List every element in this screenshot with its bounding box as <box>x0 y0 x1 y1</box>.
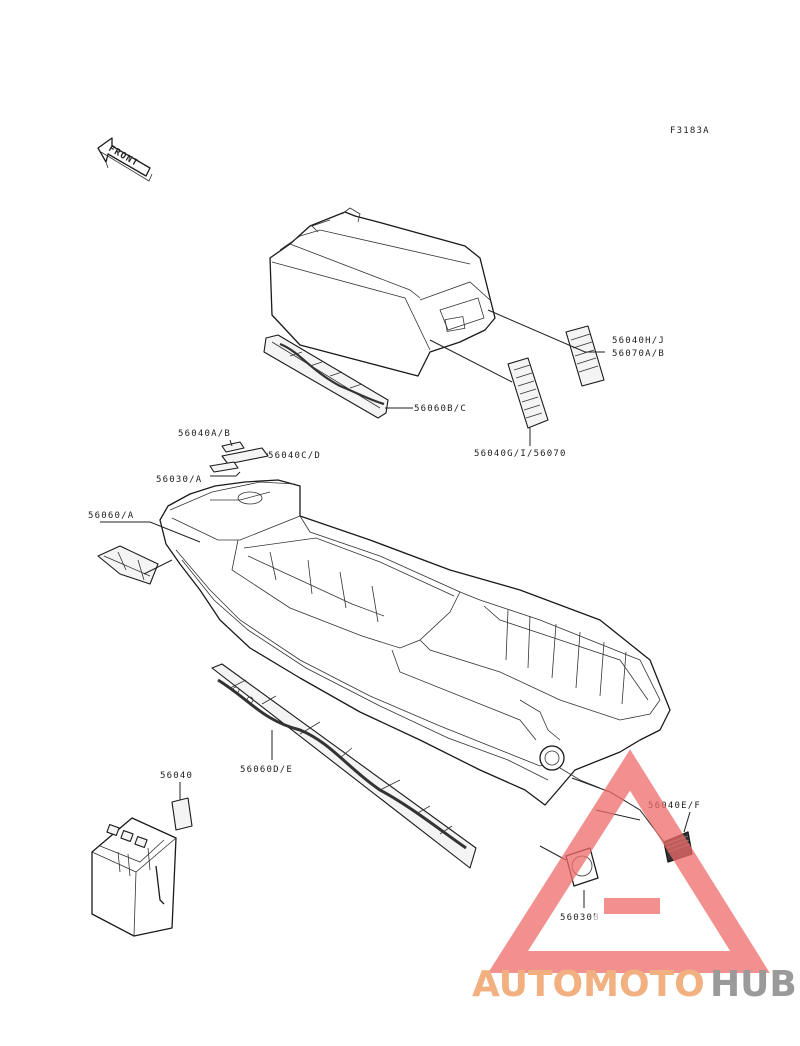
pad-56040hj <box>565 325 605 387</box>
figure-code: F3183A <box>670 126 710 136</box>
decal-56060a <box>97 545 159 585</box>
decal-56060bc <box>263 334 389 419</box>
label-56060de: 56060D/E <box>240 765 293 775</box>
label-56040: 56040 <box>160 771 193 781</box>
battery <box>91 817 177 937</box>
label-56030b: 56030B <box>560 913 600 923</box>
label-56040cd: 56040C/D <box>268 451 321 461</box>
label-56070ab: 56070A/B <box>612 349 665 359</box>
label-56040ab: 56040A/B <box>178 429 231 439</box>
label-56030a: 56030/A <box>156 475 202 485</box>
front-arrow-icon: FRONT <box>97 137 153 182</box>
decal-56060de <box>211 663 477 869</box>
label-56040ef: 56040E/F <box>648 801 701 811</box>
watermark-logo-icon <box>487 749 770 973</box>
pad-56040gi <box>507 357 549 429</box>
label-56040gi: 56040G/I/56070 <box>474 449 567 459</box>
small-decals <box>209 441 269 473</box>
label-56060a: 56060/A <box>88 511 134 521</box>
label-sticker-56040 <box>171 797 193 831</box>
hull <box>159 479 671 806</box>
label-56060bc: 56060B/C <box>414 404 467 414</box>
watermark-text-1: AUTOMOTO <box>472 964 705 1005</box>
watermark-text-2: HUB <box>710 964 797 1005</box>
hood-cover <box>269 207 496 377</box>
label-56040hj: 56040H/J <box>612 336 665 346</box>
